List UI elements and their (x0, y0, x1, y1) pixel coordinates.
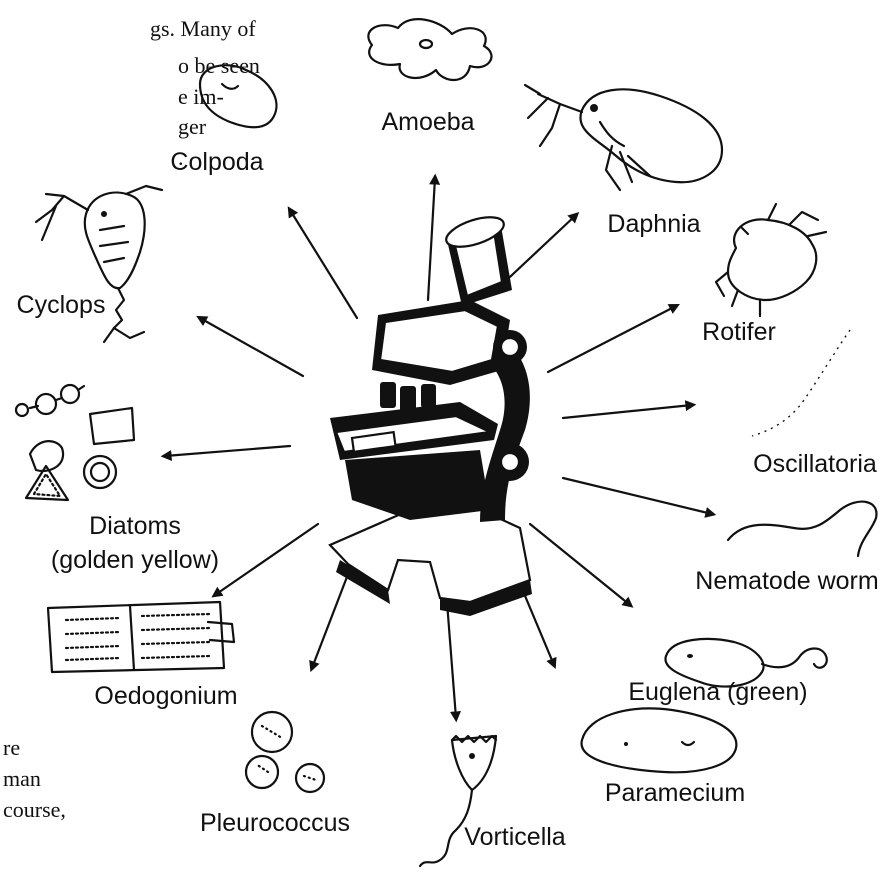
label-euglena: Euglena (green) (628, 680, 807, 705)
arrow-colpoda (290, 210, 357, 318)
arrow-rotifer (548, 306, 676, 372)
label-cyclops: Cyclops (17, 293, 106, 318)
label-vorticella: Vorticella (464, 825, 565, 850)
arrow-euglena (530, 524, 630, 605)
label-amoeba: Amoeba (381, 110, 474, 135)
colpoda-icon (200, 65, 276, 127)
arrow-cyclops (200, 318, 303, 376)
paramecium-icon (582, 708, 737, 772)
label-daphnia: Daphnia (607, 212, 700, 237)
daphnia-icon (525, 85, 722, 190)
label-diatoms-name: Diatoms (89, 514, 181, 539)
label-oscillatoria: Oscillatoria (753, 452, 877, 477)
label-paramecium: Paramecium (605, 781, 745, 806)
diatoms-icon (16, 385, 134, 500)
label-diatoms-color: (golden yellow) (51, 548, 219, 573)
arrow-oscillatoria (563, 405, 692, 418)
label-colpoda: Colpoda (170, 150, 263, 175)
arrows (165, 178, 712, 718)
microscope-icon (330, 211, 532, 616)
nematode-icon (728, 502, 876, 556)
arrow-diatoms (165, 446, 290, 456)
label-nematode: Nematode worm (695, 569, 878, 594)
arrow-nematode (563, 478, 712, 514)
arrow-amoeba (428, 178, 435, 300)
label-pleurococcus: Pleurococcus (200, 811, 350, 836)
arrow-oedogonium (215, 524, 318, 595)
rotifer-icon (716, 204, 826, 316)
oedogonium-icon (48, 602, 234, 672)
label-rotifer: Rotifer (702, 320, 776, 345)
amoeba-icon (368, 19, 491, 80)
arrow-vorticella (447, 602, 456, 718)
pleurococcus-icon (246, 712, 324, 792)
label-oedogonium: Oedogonium (94, 684, 237, 709)
